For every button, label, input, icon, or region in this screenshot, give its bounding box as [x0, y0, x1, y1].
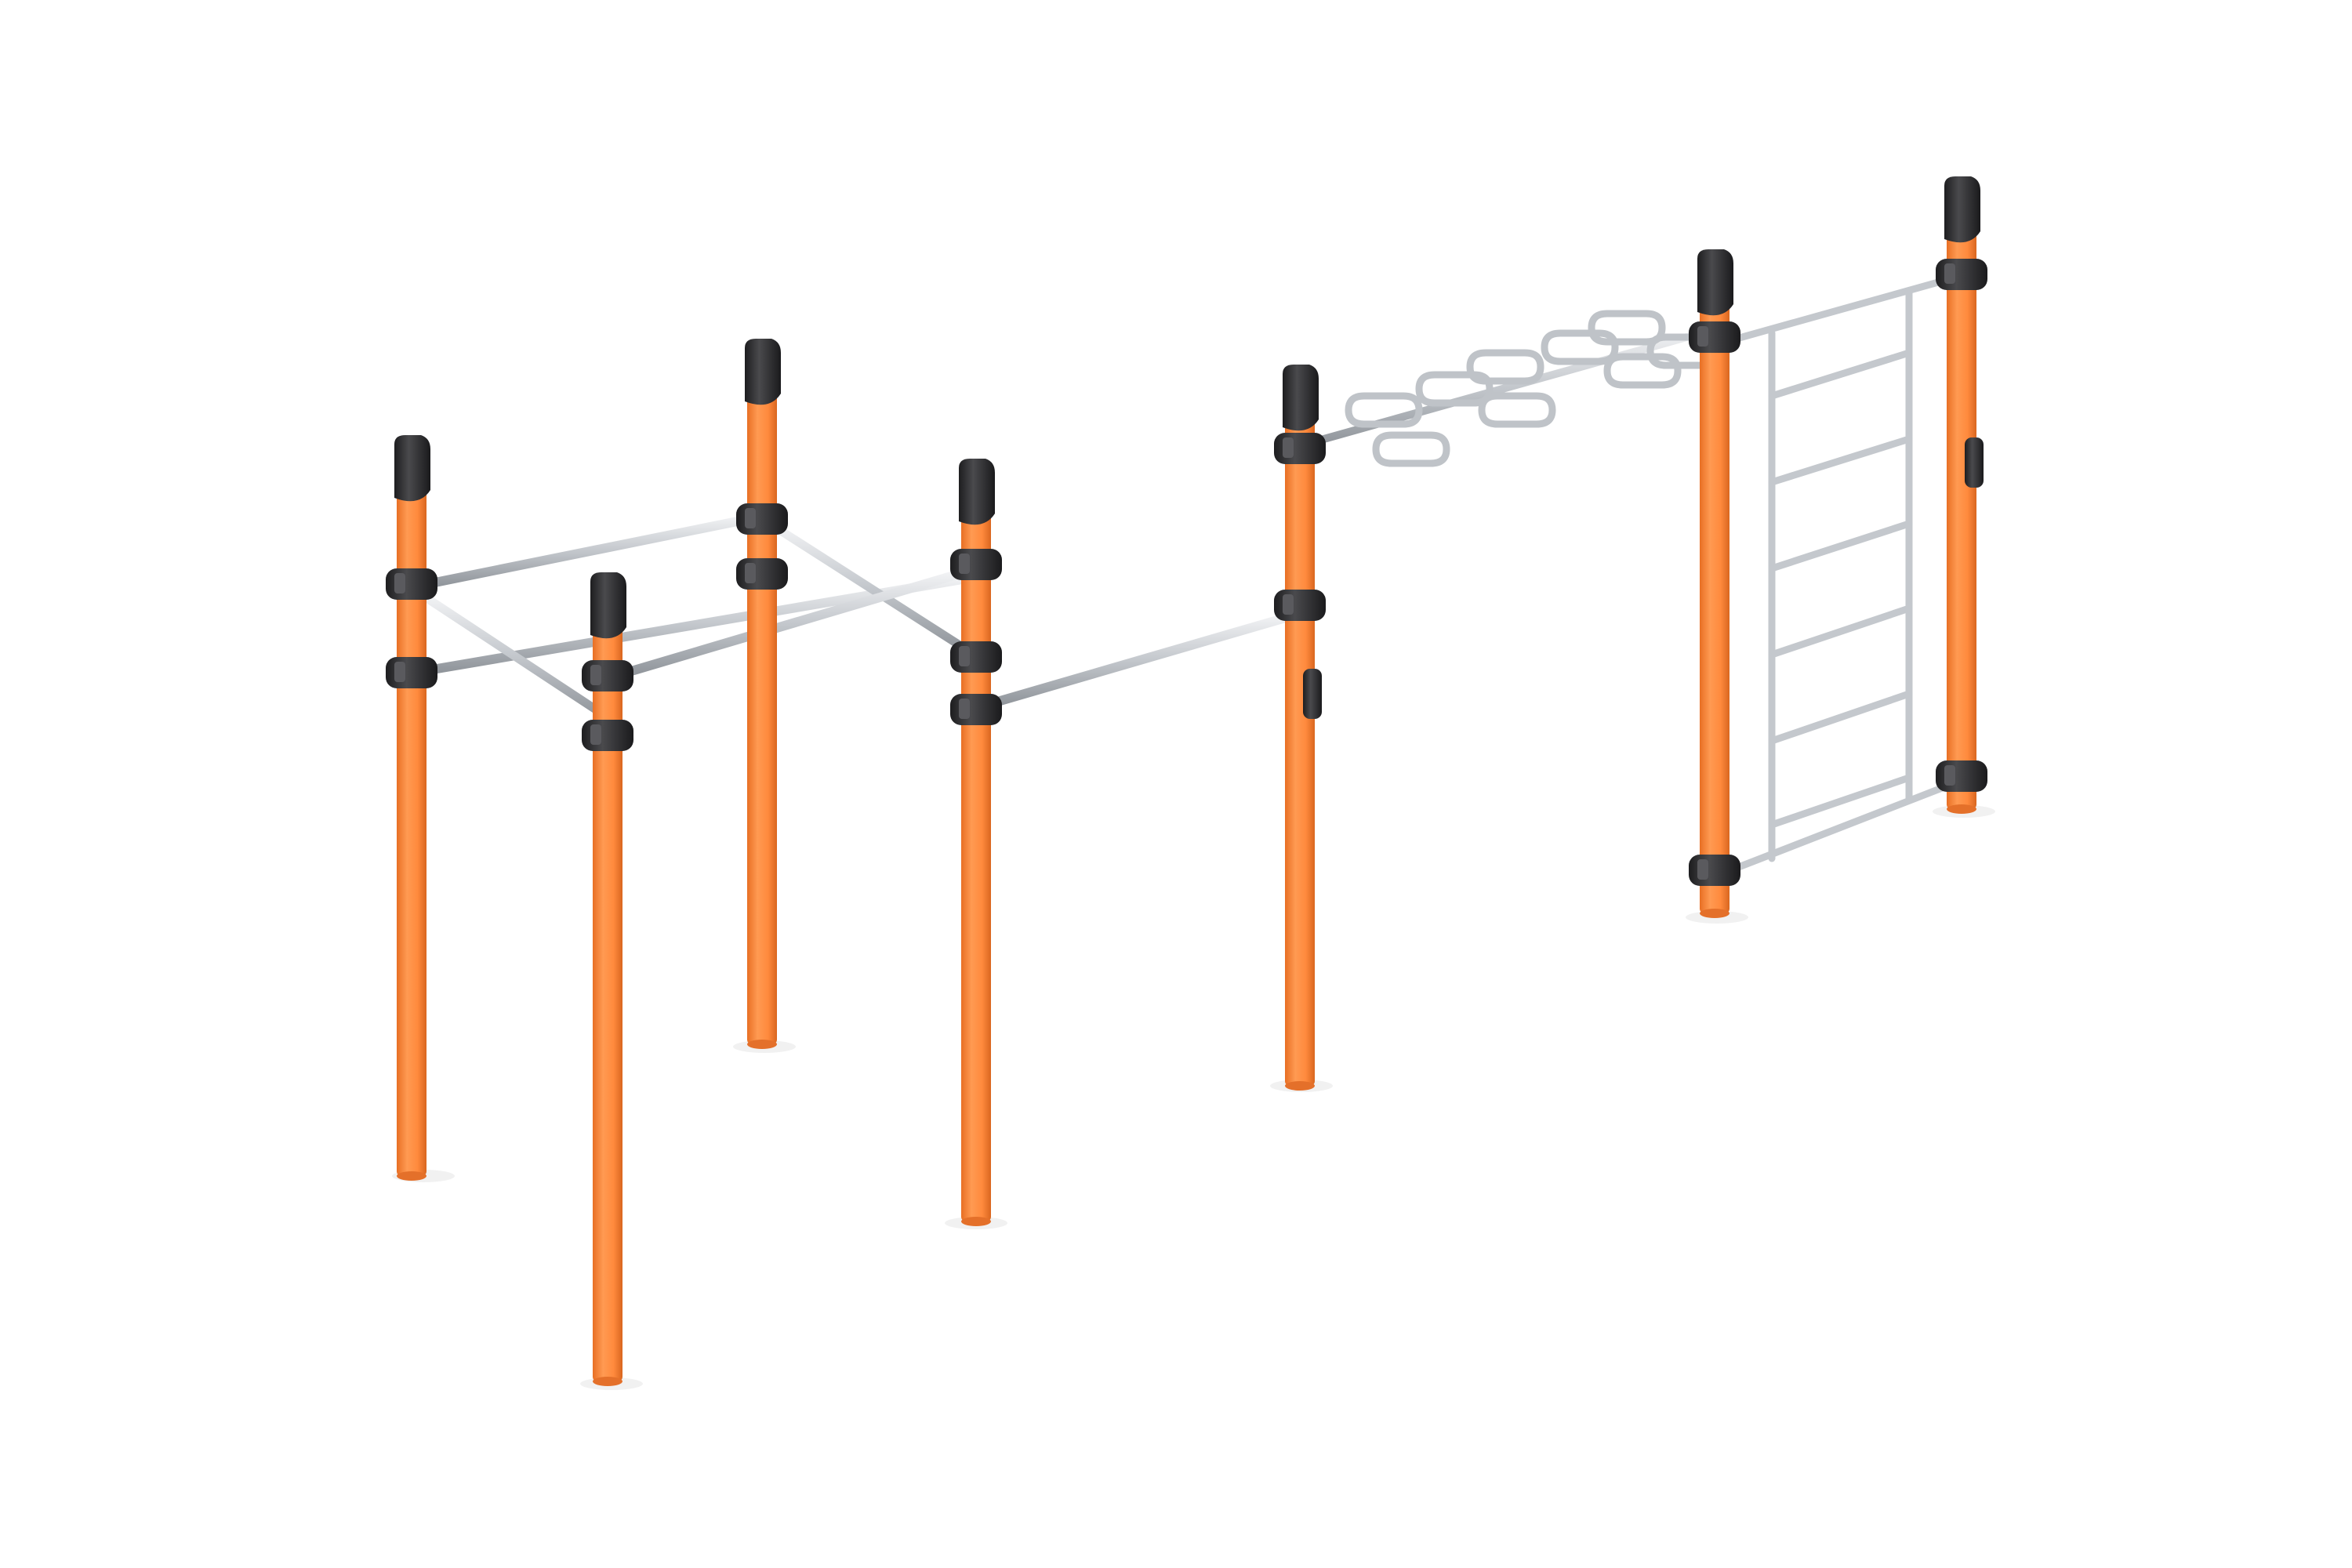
mid-bar — [611, 568, 969, 681]
post-cap — [1283, 365, 1319, 431]
post-foot — [961, 1217, 991, 1226]
clamp-highlight — [1283, 437, 1294, 458]
ladder-rung-2 — [1768, 435, 1913, 486]
loop-2 — [1372, 431, 1450, 467]
post-front-middle — [950, 459, 1002, 1226]
post-foot — [1700, 909, 1730, 918]
cross-bar-b — [768, 521, 973, 655]
clamp-highlight — [745, 563, 756, 583]
clamp — [736, 558, 788, 590]
clamp-highlight — [959, 554, 970, 574]
post-cap — [394, 435, 430, 502]
post-tube — [1285, 396, 1315, 1086]
post-tube — [961, 490, 991, 1221]
post-tube — [593, 604, 622, 1381]
clamp — [582, 660, 633, 691]
clamp-highlight — [959, 646, 970, 666]
post-tube — [1700, 281, 1730, 913]
post-cap — [590, 572, 626, 639]
cross-bar-a — [419, 591, 612, 722]
loop-7 — [1588, 310, 1666, 346]
side-bracket — [1965, 437, 1984, 488]
ladder-rung-4 — [1768, 604, 1913, 659]
post-front-left — [582, 572, 633, 1386]
clamp — [950, 549, 1002, 580]
rear-upper-bar — [411, 511, 769, 591]
clamp — [950, 694, 1002, 725]
steel-bars — [409, 327, 1713, 722]
post-foot — [593, 1377, 622, 1386]
post-cap — [745, 339, 781, 405]
clamp-highlight — [394, 662, 405, 682]
post-foot — [747, 1040, 777, 1049]
clamp-highlight — [959, 699, 970, 719]
loop-1 — [1345, 392, 1423, 428]
low-long-bar — [979, 611, 1298, 710]
side-bracket — [1303, 669, 1322, 719]
post-tube — [1947, 208, 1976, 809]
post-back-left — [386, 435, 437, 1181]
loop-5 — [1478, 392, 1556, 428]
ladder-rung-3 — [1768, 520, 1913, 572]
clamp — [1936, 760, 1987, 792]
post-cap — [1944, 176, 1980, 243]
ladder-top-rail — [1733, 274, 1956, 343]
clamp-highlight — [1944, 263, 1955, 284]
clamp-highlight — [394, 573, 405, 593]
clamp — [386, 657, 437, 688]
clamp — [1274, 590, 1326, 621]
ladder-rung-6 — [1768, 774, 1913, 829]
post-foot — [397, 1171, 426, 1181]
clamp-highlight — [590, 665, 601, 685]
loop-8 — [1603, 353, 1682, 389]
post-cap — [959, 459, 995, 525]
ground-shadows — [392, 805, 1995, 1390]
post-ladder-left — [1689, 249, 1740, 918]
clamp — [950, 641, 1002, 673]
loop-4 — [1466, 349, 1544, 385]
post-tube — [747, 370, 777, 1044]
clamp-highlight — [1697, 859, 1708, 880]
clamp — [1936, 259, 1987, 290]
monkey-bar-loops — [1345, 310, 1725, 467]
clamp-highlight — [745, 508, 756, 528]
clamp — [582, 720, 633, 751]
post-cap — [1697, 249, 1733, 316]
clamp-highlight — [1697, 326, 1708, 347]
clamp-highlight — [1283, 594, 1294, 615]
post-tube — [397, 466, 426, 1176]
post-monkey-start — [1274, 365, 1326, 1091]
clamp — [1689, 321, 1740, 353]
post-foot — [1285, 1081, 1315, 1091]
clamp-highlight — [1944, 765, 1955, 786]
wall-ladder — [1733, 274, 1956, 872]
posts — [386, 176, 1987, 1386]
clamp — [736, 503, 788, 535]
clamp — [1274, 433, 1326, 464]
post-foot — [1947, 804, 1976, 814]
clamp-highlight — [590, 724, 601, 745]
post-ladder-right — [1936, 176, 1987, 814]
ladder-rung-5 — [1768, 690, 1913, 745]
clamp — [386, 568, 437, 600]
ladder-rung-1 — [1768, 349, 1913, 400]
post-back-middle — [736, 339, 788, 1049]
clamp — [1689, 855, 1740, 886]
